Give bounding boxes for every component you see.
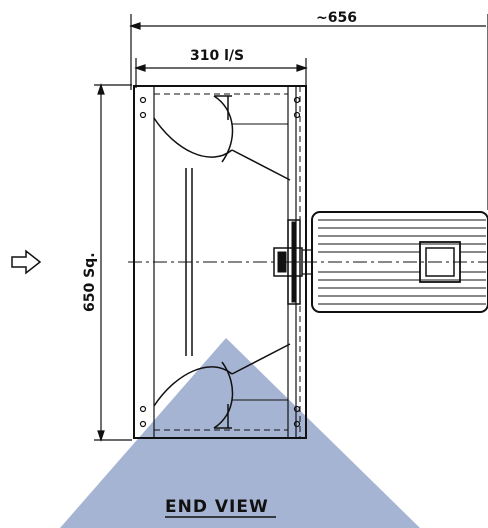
size-label: 650 Sq. (82, 252, 98, 312)
watermark-triangle (60, 338, 420, 528)
hub-coupling (273, 219, 312, 305)
arrow-right-icon (11, 249, 42, 275)
view-label: END VIEW (165, 497, 269, 517)
overall-length-label: ~656 (316, 10, 357, 26)
motor (311, 211, 488, 313)
dimension-overall-length (129, 14, 488, 210)
dimension-width (134, 58, 308, 88)
dimension-height (94, 83, 132, 442)
airflow-label: 310 l/S (190, 48, 244, 64)
